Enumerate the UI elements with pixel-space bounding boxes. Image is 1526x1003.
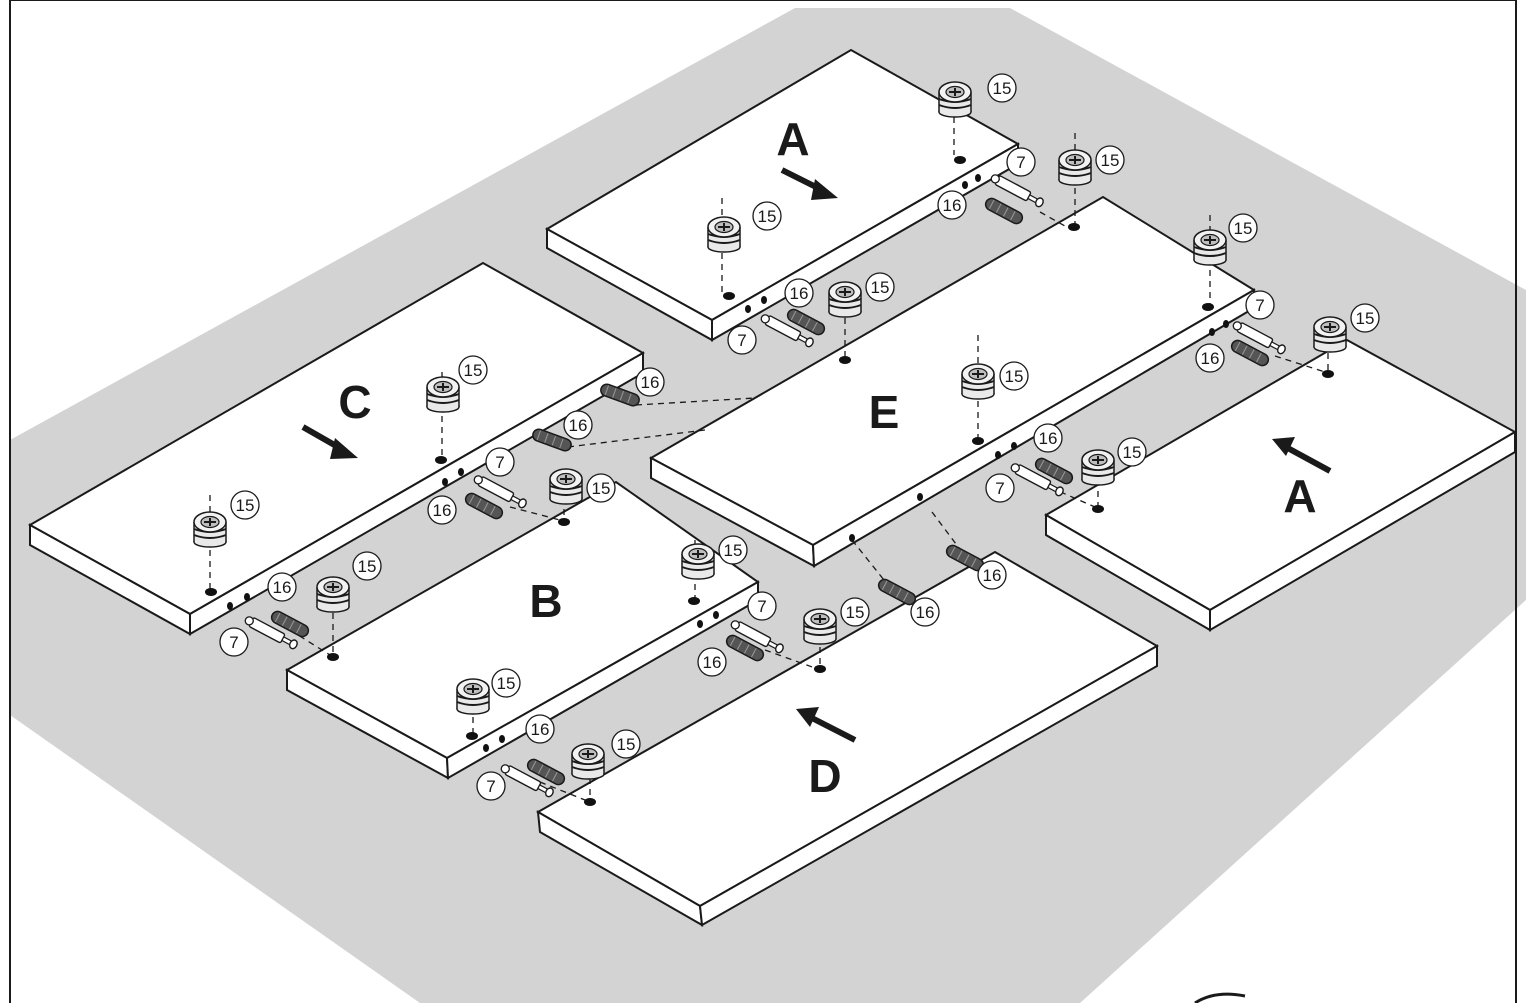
drill-holes	[205, 156, 1334, 806]
svg-text:16: 16	[703, 653, 722, 672]
callout-cam-lock: 15	[611, 729, 641, 759]
svg-text:16: 16	[983, 566, 1002, 585]
svg-text:16: 16	[569, 416, 588, 435]
svg-text:7: 7	[495, 453, 504, 472]
svg-text:15: 15	[993, 79, 1012, 98]
callout-cam-bolt: 7	[476, 771, 506, 801]
svg-text:15: 15	[464, 361, 483, 380]
callout-cam-lock: 15	[752, 201, 782, 231]
svg-text:15: 15	[1005, 367, 1024, 386]
svg-text:15: 15	[871, 278, 890, 297]
svg-text:16: 16	[790, 284, 809, 303]
callout-wood-dowel: 16	[525, 714, 555, 744]
panel-a-right-label: A	[1283, 470, 1316, 522]
callout-cam-bolt: 7	[1245, 290, 1275, 320]
callout-cam-bolt: 7	[985, 473, 1015, 503]
svg-text:16: 16	[531, 720, 550, 739]
callout-cam-bolt: 7	[219, 627, 249, 657]
svg-text:15: 15	[758, 207, 777, 226]
svg-text:16: 16	[433, 501, 452, 520]
callout-cam-bolt: 7	[485, 447, 515, 477]
svg-text:15: 15	[1234, 219, 1253, 238]
callout-cam-lock: 15	[230, 490, 260, 520]
callout-wood-dowel: 16	[937, 190, 967, 220]
panel-d-label: D	[808, 750, 841, 802]
svg-text:15: 15	[1123, 443, 1142, 462]
svg-text:16: 16	[641, 373, 660, 392]
svg-text:15: 15	[236, 496, 255, 515]
callout-wood-dowel: 16	[635, 367, 665, 397]
svg-text:16: 16	[1201, 349, 1220, 368]
callout-cam-lock: 15	[1095, 145, 1125, 175]
callout-cam-lock: 15	[491, 668, 521, 698]
panel-b-label: B	[529, 575, 562, 627]
panel-e	[648, 195, 1256, 568]
callout-wood-dowel: 16	[1195, 343, 1225, 373]
panel-a-right	[1044, 338, 1518, 632]
callout-cam-lock: 15	[586, 473, 616, 503]
svg-text:7: 7	[995, 479, 1004, 498]
callouts-cam-lock: 15 15 15 15 15 15 15 15 15 15 15 15 15 1…	[230, 73, 1380, 759]
callout-cam-lock: 15	[987, 73, 1017, 103]
callout-cam-lock: 15	[458, 355, 488, 385]
svg-text:15: 15	[1356, 309, 1375, 328]
panel-d	[535, 550, 1160, 927]
callout-cam-lock: 15	[352, 551, 382, 581]
callout-cam-lock: 15	[718, 535, 748, 565]
callout-cam-lock: 15	[1350, 303, 1380, 333]
svg-text:16: 16	[943, 196, 962, 215]
svg-text:16: 16	[916, 603, 935, 622]
arrow-d	[796, 707, 857, 743]
svg-text:7: 7	[1255, 296, 1264, 315]
callout-wood-dowel: 16	[784, 278, 814, 308]
callouts-cam-bolt: 7 7 7 7 7 7 7 7	[219, 147, 1275, 801]
callout-cam-lock: 15	[1117, 437, 1147, 467]
arrow-a-right	[1272, 437, 1332, 474]
callout-wood-dowel: 16	[563, 410, 593, 440]
callout-wood-dowel: 16	[977, 560, 1007, 590]
svg-text:15: 15	[358, 557, 377, 576]
svg-text:7: 7	[737, 331, 746, 350]
svg-text:15: 15	[617, 735, 636, 754]
svg-text:7: 7	[1016, 153, 1025, 172]
panel-c-label: C	[338, 376, 371, 428]
callout-cam-lock: 15	[1228, 213, 1258, 243]
callout-cam-bolt: 7	[1006, 147, 1036, 177]
svg-text:15: 15	[846, 603, 865, 622]
callout-cam-bolt: 7	[727, 325, 757, 355]
direction-arrows	[301, 167, 1332, 743]
svg-text:15: 15	[724, 541, 743, 560]
arrow-c	[301, 424, 358, 459]
panel-b	[284, 480, 760, 780]
callout-cam-lock: 15	[840, 597, 870, 627]
svg-text:15: 15	[1101, 151, 1120, 170]
callout-wood-dowel: 16	[427, 495, 457, 525]
svg-text:15: 15	[592, 479, 611, 498]
panel-a-top-label: A	[776, 113, 809, 165]
arrow-a-top	[780, 167, 838, 200]
callout-cam-lock: 15	[999, 361, 1029, 391]
panel-c	[27, 261, 646, 636]
callout-wood-dowel: 16	[910, 597, 940, 627]
svg-text:7: 7	[757, 597, 766, 616]
callout-cam-lock: 15	[865, 272, 895, 302]
svg-text:7: 7	[229, 633, 238, 652]
callout-wood-dowel: 16	[267, 572, 297, 602]
svg-text:16: 16	[1039, 429, 1058, 448]
callout-cam-bolt: 7	[747, 591, 777, 621]
panel-e-label: E	[869, 386, 900, 438]
callout-wood-dowel: 16	[697, 647, 727, 677]
svg-text:15: 15	[497, 674, 516, 693]
callouts-wood-dowel: 16 16 16 16 16 16 16 16 16 16 16 16	[267, 190, 1225, 744]
svg-text:7: 7	[486, 777, 495, 796]
callout-wood-dowel: 16	[1033, 423, 1063, 453]
svg-text:16: 16	[273, 578, 292, 597]
